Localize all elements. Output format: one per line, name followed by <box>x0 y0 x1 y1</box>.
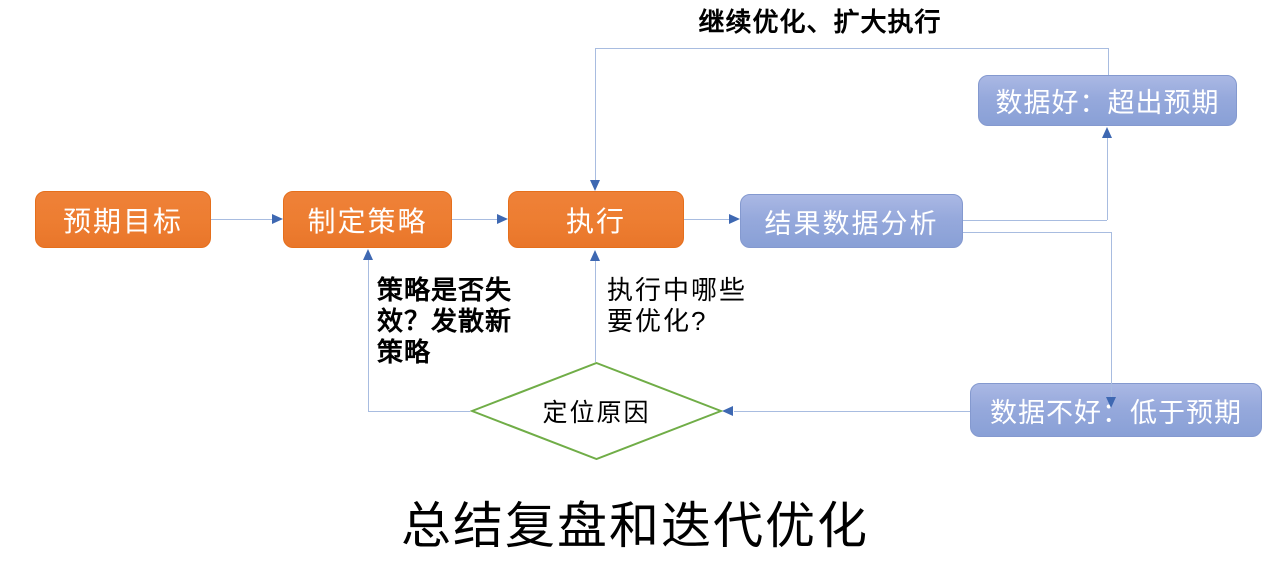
arrowhead-into-strategy <box>272 214 283 224</box>
connector-decision-left <box>368 411 470 412</box>
annotation-execute-question: 执行中哪些 要优化? <box>607 275 748 336</box>
arrowhead-into-bad <box>1106 397 1116 408</box>
connector-analysis-right-lower <box>963 232 1111 233</box>
connector-analysis-right-upper <box>963 220 1107 221</box>
diamond-shape-icon <box>470 362 723 460</box>
connector-good-up <box>1108 48 1109 75</box>
connector-execute-analysis <box>684 219 730 220</box>
node-data-good: 数据好：超出预期 <box>978 75 1237 126</box>
arrowhead-into-execute-left <box>497 214 508 224</box>
arrowhead-into-decision <box>722 406 733 416</box>
connector-up-to-good <box>1107 137 1108 220</box>
node-make-strategy-label: 制定策略 <box>307 205 428 237</box>
connector-goal-strategy <box>211 219 273 220</box>
page-title: 总结复盘和迭代优化 <box>401 498 869 554</box>
node-data-bad-label: 数据不好：低于预期 <box>990 397 1242 428</box>
arrowhead-into-good <box>1102 127 1112 138</box>
node-data-bad: 数据不好：低于预期 <box>970 383 1262 437</box>
node-expected-goal-label: 预期目标 <box>62 205 183 237</box>
node-execute: 执行 <box>508 191 684 248</box>
connector-down-to-bad <box>1111 232 1112 397</box>
node-data-good-label: 数据好：超出预期 <box>995 88 1220 118</box>
node-make-strategy: 制定策略 <box>283 191 452 248</box>
node-locate-cause-label: 定位原因 <box>542 399 651 427</box>
loop-label-continue-optimize: 继续优化、扩大执行 <box>698 7 942 37</box>
arrowhead-into-execute-top <box>590 180 600 191</box>
connector-top-horizontal <box>595 48 1109 49</box>
connector-bad-to-decision <box>734 411 970 412</box>
arrowhead-into-analysis <box>729 214 740 224</box>
node-locate-cause: 定位原因 <box>470 362 723 460</box>
connector-strategy-execute <box>452 219 498 220</box>
node-expected-goal: 预期目标 <box>35 191 211 248</box>
arrowhead-into-execute-bottom <box>590 250 600 261</box>
node-result-analysis-label: 结果数据分析 <box>764 208 939 239</box>
connector-up-to-strategy <box>368 260 369 411</box>
connector-down-to-execute <box>595 48 596 181</box>
node-execute-label: 执行 <box>565 205 626 237</box>
connector-decision-to-execute <box>595 261 596 362</box>
arrowhead-into-strategy-bottom <box>363 249 373 260</box>
annotation-strategy-question: 策略是否失 效？发散新 策略 <box>377 275 513 367</box>
node-result-analysis: 结果数据分析 <box>740 194 963 248</box>
